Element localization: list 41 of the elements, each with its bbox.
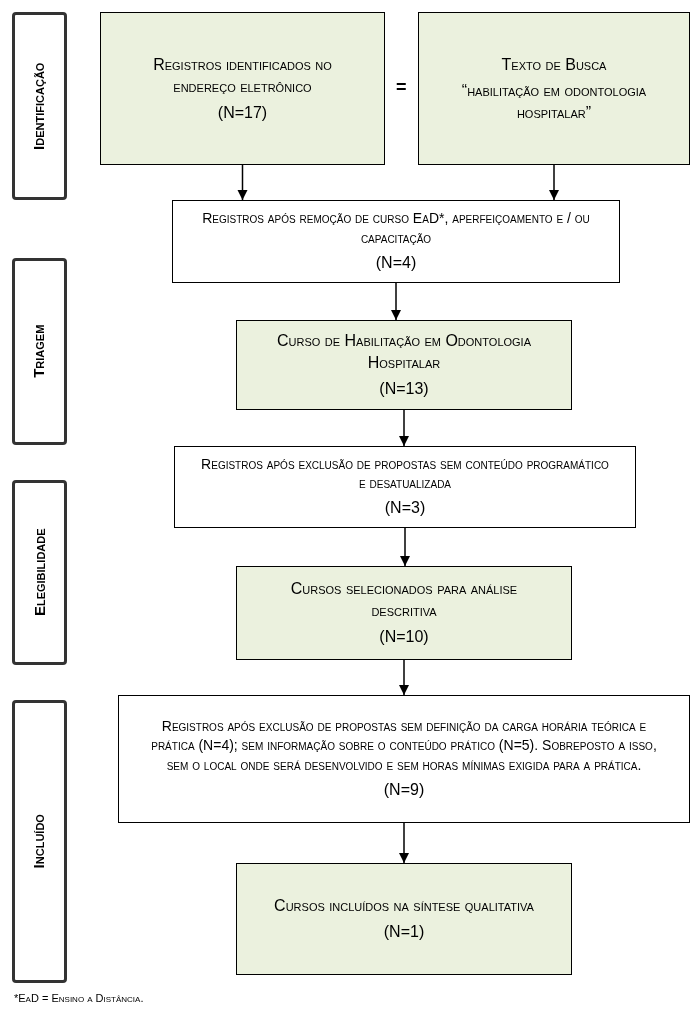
process-box xyxy=(100,12,385,165)
box-text: (N=17) xyxy=(217,102,268,123)
arrow xyxy=(399,527,411,567)
box-text: Registros após exclusão de propostas sem conteúdo programático e desatualizada xyxy=(200,454,610,493)
arrow xyxy=(398,409,410,447)
box-text: (N=9) xyxy=(383,779,425,800)
process-box xyxy=(418,12,690,165)
process-box xyxy=(174,446,636,528)
stage-label: Identificação xyxy=(29,62,49,150)
arrow xyxy=(237,164,248,201)
footnote: *EaD = Ensino a Distância. xyxy=(14,991,144,1006)
stage-label: Incluído xyxy=(29,814,49,869)
process-box xyxy=(236,320,572,410)
box-text: Registros após remoção de curso EaD*, aperfeiçoamento e / ou capacitação xyxy=(201,209,591,248)
arrow xyxy=(398,822,410,864)
box-text: Cursos incluídos na síntese qualitativa xyxy=(274,896,534,916)
box-text: Registros após exclusão de propostas sem definição da carga horária teórica e prática (N=4); sem informação sobre o conteúdo prático (N=5). Sobreposto a isso, sem o local onde será desenvolvido e sem horas mínimas exigida para a prática. xyxy=(150,717,658,775)
arrow xyxy=(390,282,402,321)
box-text: Curso de Habilitação em Odontologia Hospitalar xyxy=(276,331,532,373)
stage-band xyxy=(12,12,67,200)
stage-band xyxy=(12,258,67,445)
stage-band xyxy=(12,480,67,665)
process-box xyxy=(118,695,690,823)
process-box xyxy=(236,863,572,975)
box-text: Registros identificados no endereço eletrônico xyxy=(152,54,333,97)
box-text: (N=1) xyxy=(383,922,425,942)
box-text: “habilitação em odontologia hospitalar” xyxy=(460,80,648,123)
box-text: Cursos selecionados para análise descritiva xyxy=(289,579,519,621)
process-box xyxy=(172,200,620,283)
stage-label: Triagem xyxy=(29,324,49,379)
process-box xyxy=(236,566,572,660)
box-text: (N=13) xyxy=(379,379,429,399)
box-text: (N=3) xyxy=(384,498,426,519)
box-text: (N=10) xyxy=(379,627,429,647)
equals-sign: = xyxy=(396,76,407,99)
stage-band xyxy=(12,700,67,983)
box-text: Texto de Busca xyxy=(501,54,607,75)
stage-label: Elegibilidade xyxy=(29,528,49,617)
arrow xyxy=(548,164,560,201)
arrow xyxy=(398,659,410,696)
box-text: (N=4) xyxy=(375,252,417,273)
